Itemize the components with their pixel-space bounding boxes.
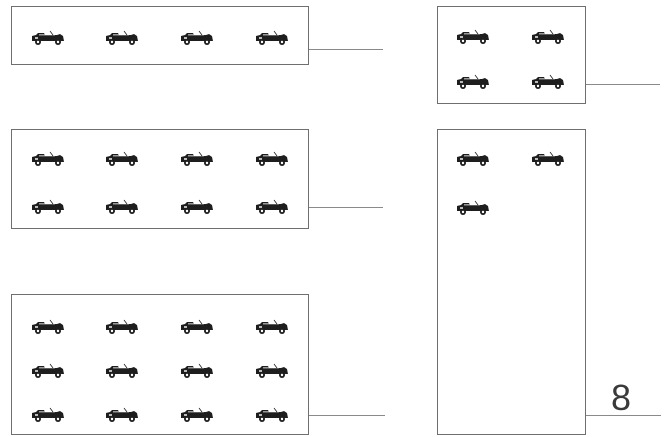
fire-truck-icon (104, 30, 140, 46)
fire-truck-icon (530, 151, 566, 167)
fire-truck-icon (254, 199, 290, 215)
fire-truck-icon (455, 29, 491, 45)
fire-truck-icon (30, 30, 66, 46)
group-d-box (437, 129, 586, 435)
fire-truck-icon (179, 407, 215, 423)
fire-truck-icon (104, 407, 140, 423)
fire-truck-icon (104, 319, 140, 335)
group-c-box (11, 129, 309, 229)
fire-truck-icon (104, 199, 140, 215)
fire-truck-icon (179, 151, 215, 167)
fire-truck-icon (104, 151, 140, 167)
fire-truck-icon (179, 363, 215, 379)
fire-truck-icon (254, 30, 290, 46)
fire-truck-icon (30, 199, 66, 215)
group-d-answer: 8 (610, 377, 632, 418)
group-b-box (437, 6, 586, 104)
fire-truck-icon (530, 74, 566, 90)
fire-truck-icon (30, 151, 66, 167)
fire-truck-icon (179, 199, 215, 215)
fire-truck-icon (254, 151, 290, 167)
fire-truck-icon (254, 319, 290, 335)
fire-truck-icon (530, 29, 566, 45)
group-d-answer-line[interactable] (586, 415, 661, 416)
fire-truck-icon (254, 363, 290, 379)
fire-truck-icon (455, 74, 491, 90)
group-a-box (11, 6, 309, 65)
group-a-answer-line[interactable] (309, 49, 383, 50)
fire-truck-icon (104, 363, 140, 379)
fire-truck-icon (254, 407, 290, 423)
fire-truck-icon (455, 151, 491, 167)
fire-truck-icon (179, 30, 215, 46)
group-b-answer-line[interactable] (586, 84, 660, 85)
fire-truck-icon (30, 319, 66, 335)
group-c-answer-line[interactable] (309, 207, 383, 208)
fire-truck-icon (455, 200, 491, 216)
group-e-box (11, 294, 309, 435)
fire-truck-icon (30, 363, 66, 379)
fire-truck-icon (30, 407, 66, 423)
group-e-answer-line[interactable] (309, 415, 385, 416)
fire-truck-icon (179, 319, 215, 335)
